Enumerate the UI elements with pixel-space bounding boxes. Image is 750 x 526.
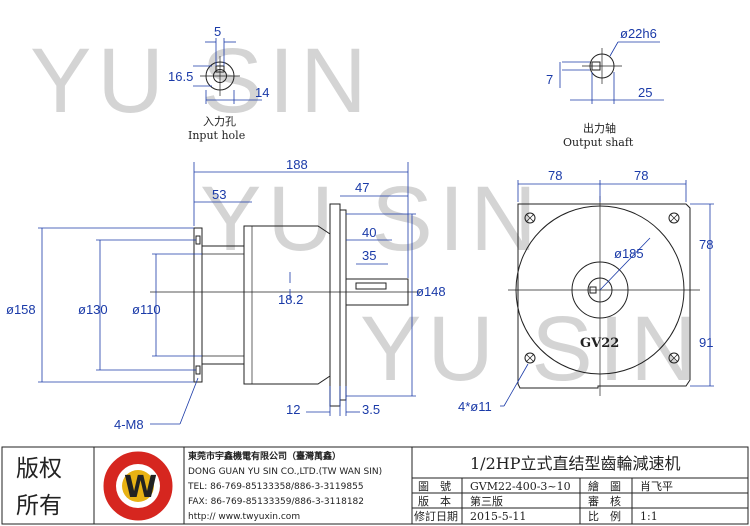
output-shaft-view: ø22h6 7 25 出力轴 Output shaft: [546, 26, 664, 149]
output-shaft-caption-cn: 出力轴: [583, 121, 616, 135]
row-1-value-1: GVM22-400-3~10: [470, 480, 571, 493]
input-hole-caption-cn: 入力孔: [203, 115, 236, 128]
row-3-value-1: 2015-5-11: [470, 510, 526, 523]
row-3-key-1: 修訂日期: [414, 509, 458, 523]
row-3-key-2: 比 例: [588, 509, 621, 523]
dim-148: ø148: [416, 284, 446, 299]
copyright-text-2: 所有: [16, 493, 62, 519]
dim-output-7: 7: [546, 72, 553, 87]
row-1-key-1: 圖 號: [418, 480, 451, 493]
title-block: 版权 所有 W 東莞市宇鑫機電有限公司（臺灣萬鑫） DONG GUAN YU S…: [1, 446, 749, 525]
dim-18-2: 18.2: [278, 292, 303, 307]
dim-130: ø130: [78, 302, 108, 317]
dim-3-5: 3.5: [362, 402, 380, 417]
watermark-3: YU SIN: [360, 298, 703, 400]
dim-output-25: 25: [638, 85, 652, 100]
dim-front-78-right: 78: [634, 168, 648, 183]
row-2-key-1: 版 本: [418, 494, 451, 508]
gv22-label: GV22: [580, 336, 619, 351]
dim-front-185: ø185: [614, 246, 644, 261]
side-view: 188 53 47 40 35 ø158 ø130 ø110 18.2: [6, 157, 446, 432]
dim-input-5: 5: [214, 24, 221, 39]
dim-35: 35: [362, 248, 376, 263]
row-2-key-2: 審 核: [588, 494, 621, 508]
watermark-1: YU SIN: [30, 30, 373, 132]
dim-158: ø158: [6, 302, 36, 317]
dim-47: 47: [355, 180, 369, 195]
dim-188: 188: [286, 157, 308, 172]
logo-letter: W: [124, 470, 157, 505]
dim-53: 53: [212, 187, 226, 202]
dim-front-91: 91: [699, 335, 713, 350]
output-shaft-caption-en: Output shaft: [563, 136, 634, 149]
dim-input-14: 14: [255, 85, 269, 100]
row-2-value-1: 第三版: [470, 494, 503, 508]
company-name-cn: 東莞市宇鑫機電有限公司（臺灣萬鑫）: [188, 450, 341, 462]
front-view: GV22 78 78 ø185 78 91 4*ø11: [458, 168, 714, 414]
watermark-2: YU SIN: [200, 168, 543, 270]
dim-front-4-holes: 4*ø11: [458, 399, 492, 414]
row-1-value-2: 肖飞平: [640, 479, 673, 493]
company-name-en: DONG GUAN YU SIN CO.,LTD.(TW WAN SIN): [188, 467, 382, 477]
input-hole-caption-en: Input hole: [188, 129, 245, 142]
dim-4-m8: 4-M8: [114, 417, 144, 432]
company-logo: W: [103, 451, 173, 521]
dim-input-16-5: 16.5: [168, 69, 193, 84]
dim-12: 12: [286, 402, 300, 417]
company-fax: FAX: 86-769-85133359/886-3-3118182: [188, 497, 364, 507]
dim-front-78-left: 78: [548, 168, 562, 183]
input-hole-view: 5 16.5 14 入力孔 Input hole: [168, 24, 269, 142]
company-web: http:// www.twyuxin.com: [188, 512, 300, 522]
row-3-value-2: 1:1: [640, 510, 658, 523]
dim-110: ø110: [132, 302, 161, 317]
dim-front-78-vertical: 78: [699, 237, 713, 252]
product-title: 1/2HP立式直结型齒輪減速机: [470, 454, 680, 473]
dim-output-22h6: ø22h6: [620, 26, 657, 41]
company-tel: TEL: 86-769-85133358/886-3-3119855: [187, 482, 364, 492]
copyright-text-1: 版权: [16, 456, 62, 482]
row-1-key-2: 繪 圖: [588, 479, 621, 493]
dim-40: 40: [362, 225, 376, 240]
